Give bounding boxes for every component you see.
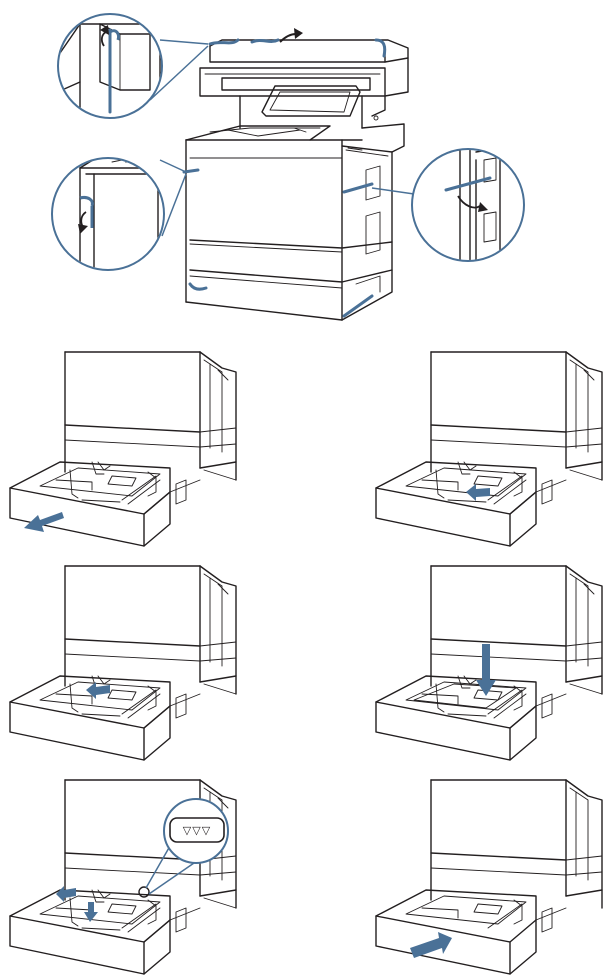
step-3 — [9, 565, 237, 761]
step-5 — [9, 779, 237, 975]
step-6 — [375, 779, 603, 975]
step-1 — [9, 351, 237, 547]
step-2 — [375, 351, 603, 547]
open-tray-arrow-icon — [24, 512, 64, 532]
lift-arrow-icon — [279, 28, 303, 43]
slide-guide-arrow-icon — [86, 682, 110, 699]
slide-guide-arrow-icon — [466, 484, 490, 501]
close-tray-arrow-icon — [410, 932, 452, 958]
load-paper-arrow-icon — [476, 644, 496, 696]
tape-strips — [182, 38, 387, 318]
fill-mark-callout — [163, 798, 229, 864]
printer — [185, 39, 409, 321]
adjust-guides-arrow-icon — [56, 886, 98, 922]
step-4 — [375, 565, 603, 761]
callout-right — [371, 148, 525, 262]
fill-mark-label: ▽▽▽ — [183, 824, 211, 837]
callout-top-left — [57, 13, 209, 119]
callout-left — [51, 157, 187, 271]
